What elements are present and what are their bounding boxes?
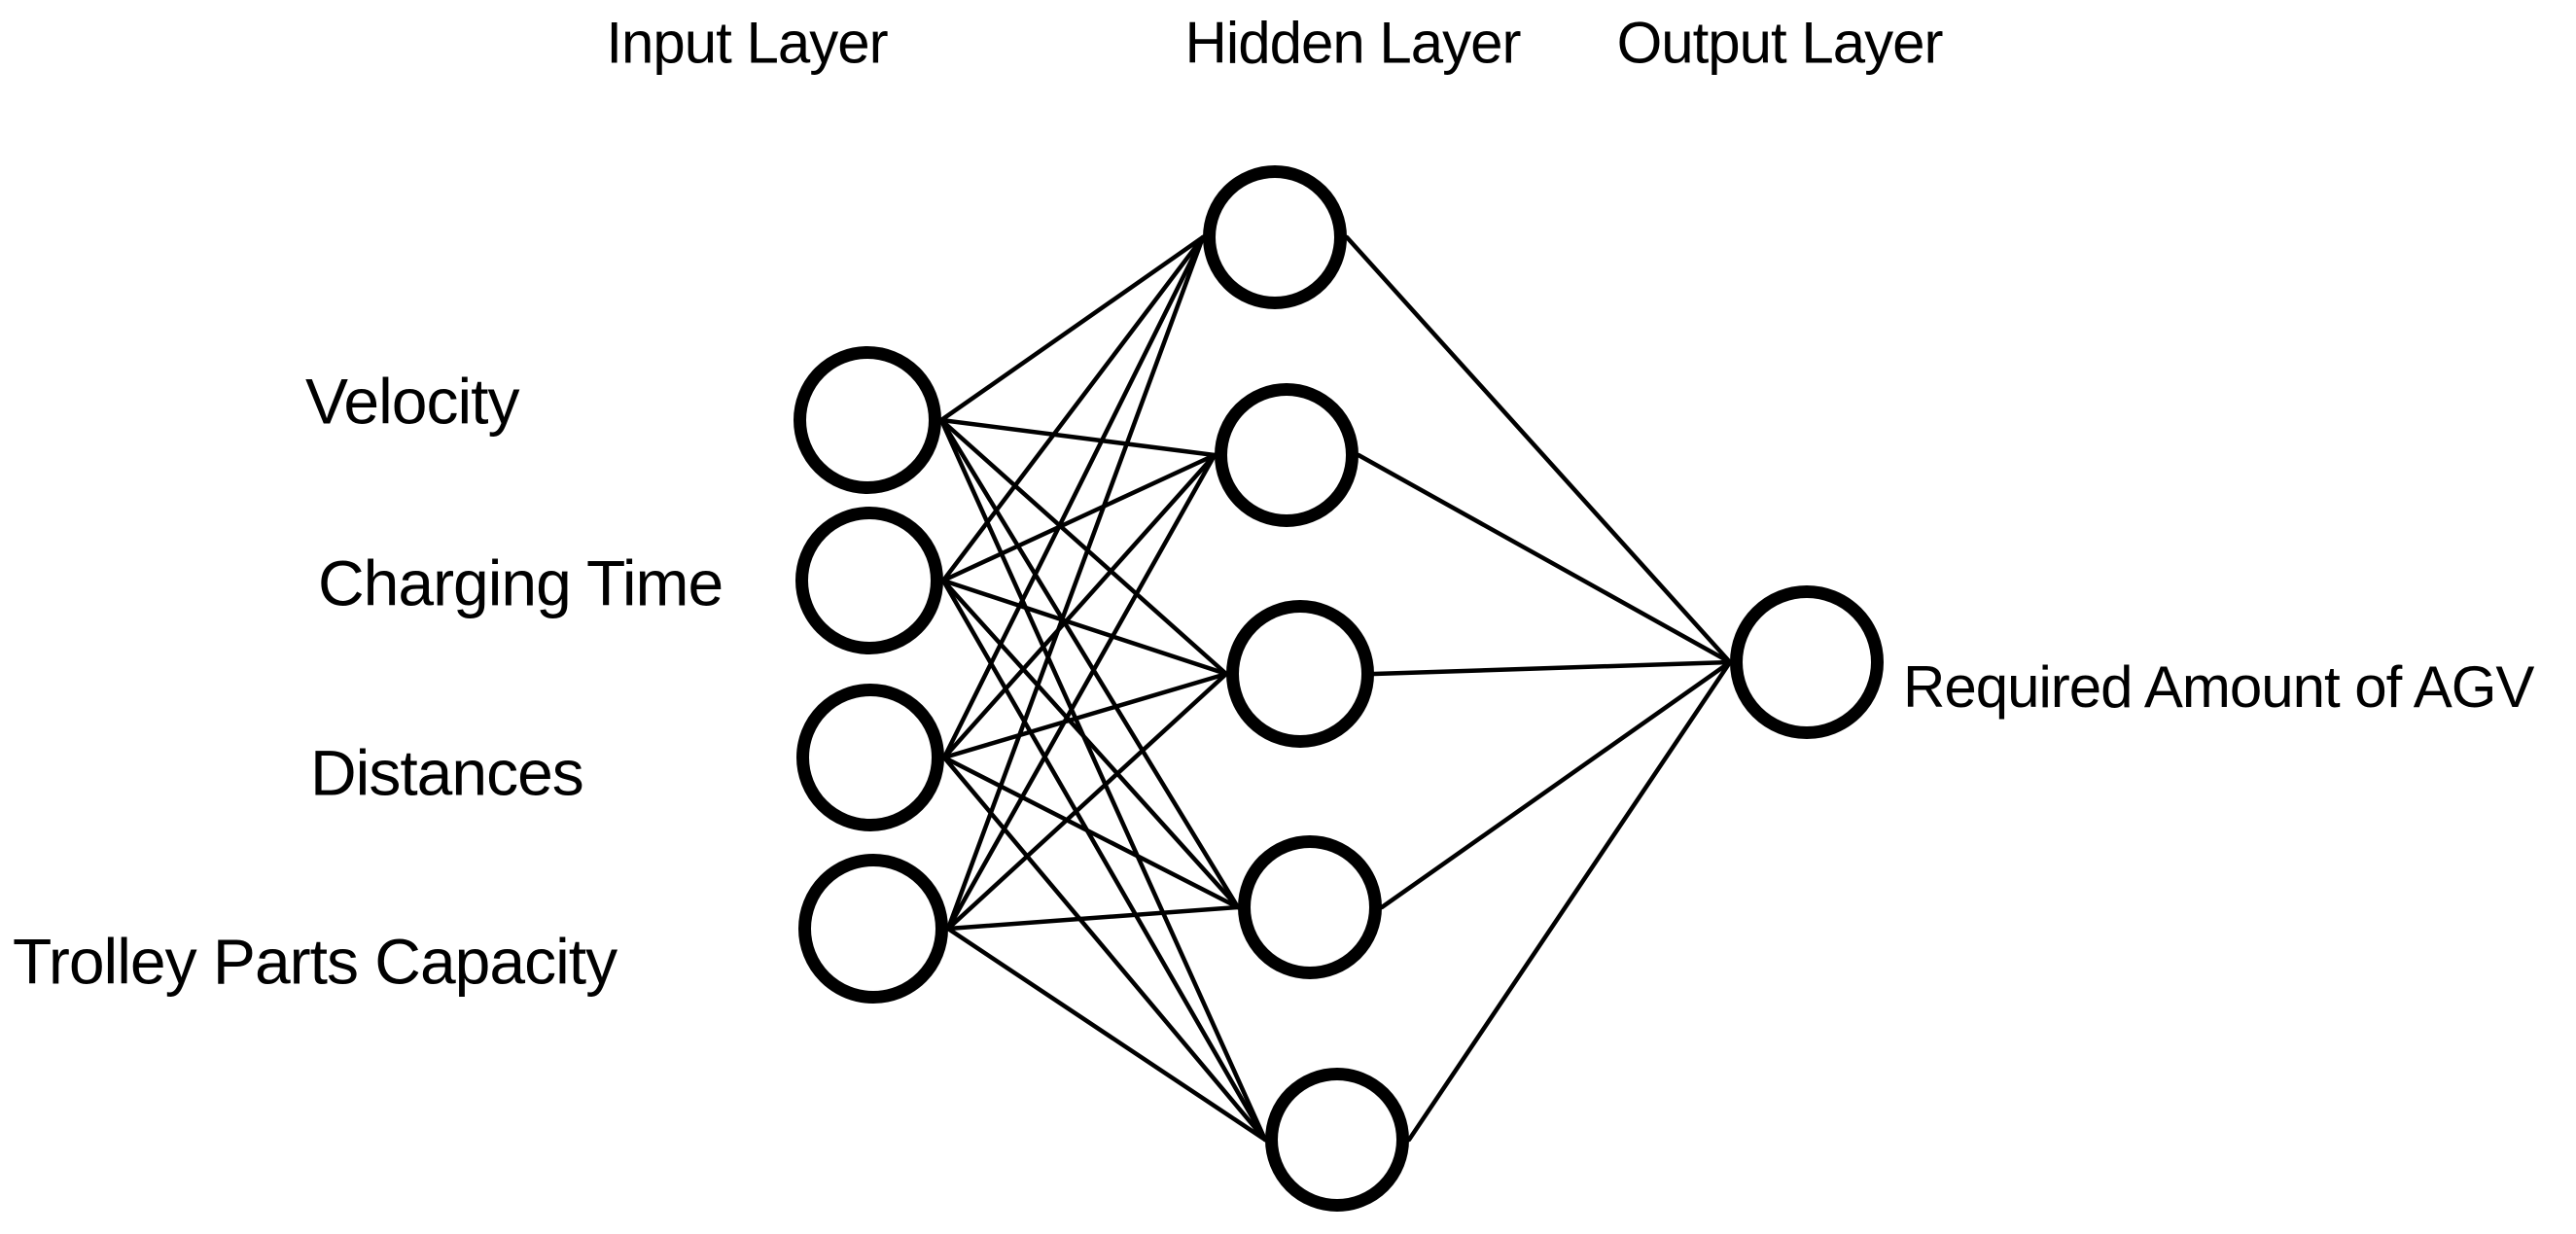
edge-i2-h1 bbox=[940, 234, 1206, 583]
input-label-trolley-parts-capacity: Trolley Parts Capacity bbox=[13, 925, 618, 998]
output-label-required-amount-of-agv: Required Amount of AGV bbox=[1903, 654, 2534, 721]
input-node-i4 bbox=[798, 854, 948, 1004]
edge-i2-h4 bbox=[940, 578, 1241, 910]
edge-i1-h2 bbox=[938, 417, 1217, 458]
edge-i4-h3 bbox=[945, 671, 1229, 932]
hidden-node-h1 bbox=[1203, 165, 1347, 309]
hidden-node-h5 bbox=[1265, 1068, 1409, 1212]
header-output-layer: Output Layer bbox=[1616, 10, 1944, 76]
input-label-charging-time: Charging Time bbox=[318, 546, 723, 619]
output-node-o1 bbox=[1730, 585, 1884, 739]
edge-i3-h3 bbox=[941, 671, 1229, 760]
edge-i1-h5 bbox=[938, 417, 1268, 1143]
edge-i3-h4 bbox=[941, 755, 1241, 910]
edge-i2-h3 bbox=[940, 578, 1229, 677]
edge-i1-h1 bbox=[938, 234, 1206, 423]
input-node-i2 bbox=[795, 507, 943, 654]
edge-h1-o1 bbox=[1344, 234, 1733, 665]
hidden-node-h2 bbox=[1215, 383, 1359, 527]
edge-h4-o1 bbox=[1379, 659, 1733, 910]
edge-i2-h5 bbox=[940, 578, 1268, 1143]
edge-h5-o1 bbox=[1406, 659, 1733, 1143]
input-label-velocity: Velocity bbox=[305, 365, 519, 438]
edge-i4-h4 bbox=[945, 904, 1241, 932]
edge-i4-h1 bbox=[945, 234, 1206, 932]
hidden-node-h4 bbox=[1238, 835, 1382, 979]
header-input-layer: Input Layer bbox=[606, 10, 888, 76]
edge-i2-h2 bbox=[940, 452, 1217, 583]
edge-i1-h4 bbox=[938, 417, 1241, 910]
edge-h3-o1 bbox=[1371, 659, 1733, 677]
edge-h2-o1 bbox=[1356, 452, 1733, 665]
edge-i3-h2 bbox=[941, 452, 1217, 760]
input-node-i1 bbox=[794, 346, 941, 494]
input-label-distances: Distances bbox=[310, 736, 584, 809]
header-hidden-layer: Hidden Layer bbox=[1184, 10, 1522, 76]
edge-i1-h3 bbox=[938, 417, 1229, 677]
input-node-i3 bbox=[796, 684, 944, 831]
edge-i4-h5 bbox=[945, 926, 1268, 1143]
edge-i3-h1 bbox=[941, 234, 1206, 760]
edge-i3-h5 bbox=[941, 755, 1268, 1143]
edge-i4-h2 bbox=[945, 452, 1217, 932]
hidden-node-h3 bbox=[1226, 600, 1374, 748]
